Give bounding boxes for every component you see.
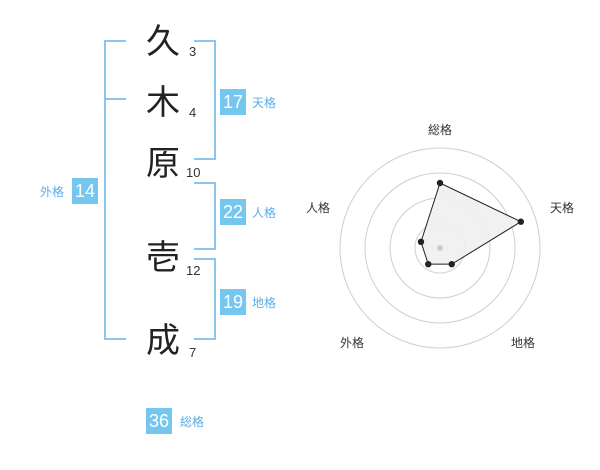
stroke-count-2: 4 [189,105,197,120]
tenkaku-bracket [194,40,216,160]
name-char-1: 久 [146,22,180,62]
radar-point-1 [436,179,444,187]
radar-ring-4 [339,147,541,349]
radar-axis-label-jinkaku: 人格 [306,201,331,215]
gaikaku-bracket [104,40,126,340]
jinkaku-bracket [194,182,216,250]
chikaku-label: 地格 [252,296,277,310]
radar-axis-label-gaikaku: 外格 [340,336,365,350]
radar-point-2 [517,218,525,225]
radar-point-4 [425,260,432,268]
stroke-count-1: 3 [189,44,197,59]
chikaku-bracket [194,258,216,340]
radar-point-3 [448,260,455,268]
name-char-3: 原 [146,144,180,184]
name-char-5: 成 [146,321,180,361]
stroke-count-5: 7 [189,345,197,360]
radar-series-polygon [420,182,522,265]
stroke-count-4: 12 [186,263,201,278]
gaikaku-bracket-tick [104,98,126,100]
stroke-count-3: 10 [186,165,201,180]
radar-axis-label-soukaku: 総格 [428,123,453,137]
radar-ring-3 [364,172,516,324]
jinkaku-badge: 22 [220,199,247,225]
soukaku-label: 総格 [180,415,205,429]
chikaku-badge: 19 [220,289,247,315]
radar-axis-label-tenkaku: 天格 [550,201,575,215]
tenkaku-label: 天格 [252,96,277,110]
radar-center-dot [437,245,443,251]
jinkaku-label: 人格 [252,206,277,220]
gaikaku-label: 外格 [40,185,65,199]
tenkaku-badge: 17 [220,89,247,115]
name-char-4: 壱 [146,238,180,278]
gaikaku-badge: 14 [72,178,99,204]
radar-point-5 [417,238,425,246]
name-char-2: 木 [146,83,180,123]
radar-axis-label-chikaku: 地格 [511,336,536,350]
soukaku-badge: 36 [146,408,173,434]
